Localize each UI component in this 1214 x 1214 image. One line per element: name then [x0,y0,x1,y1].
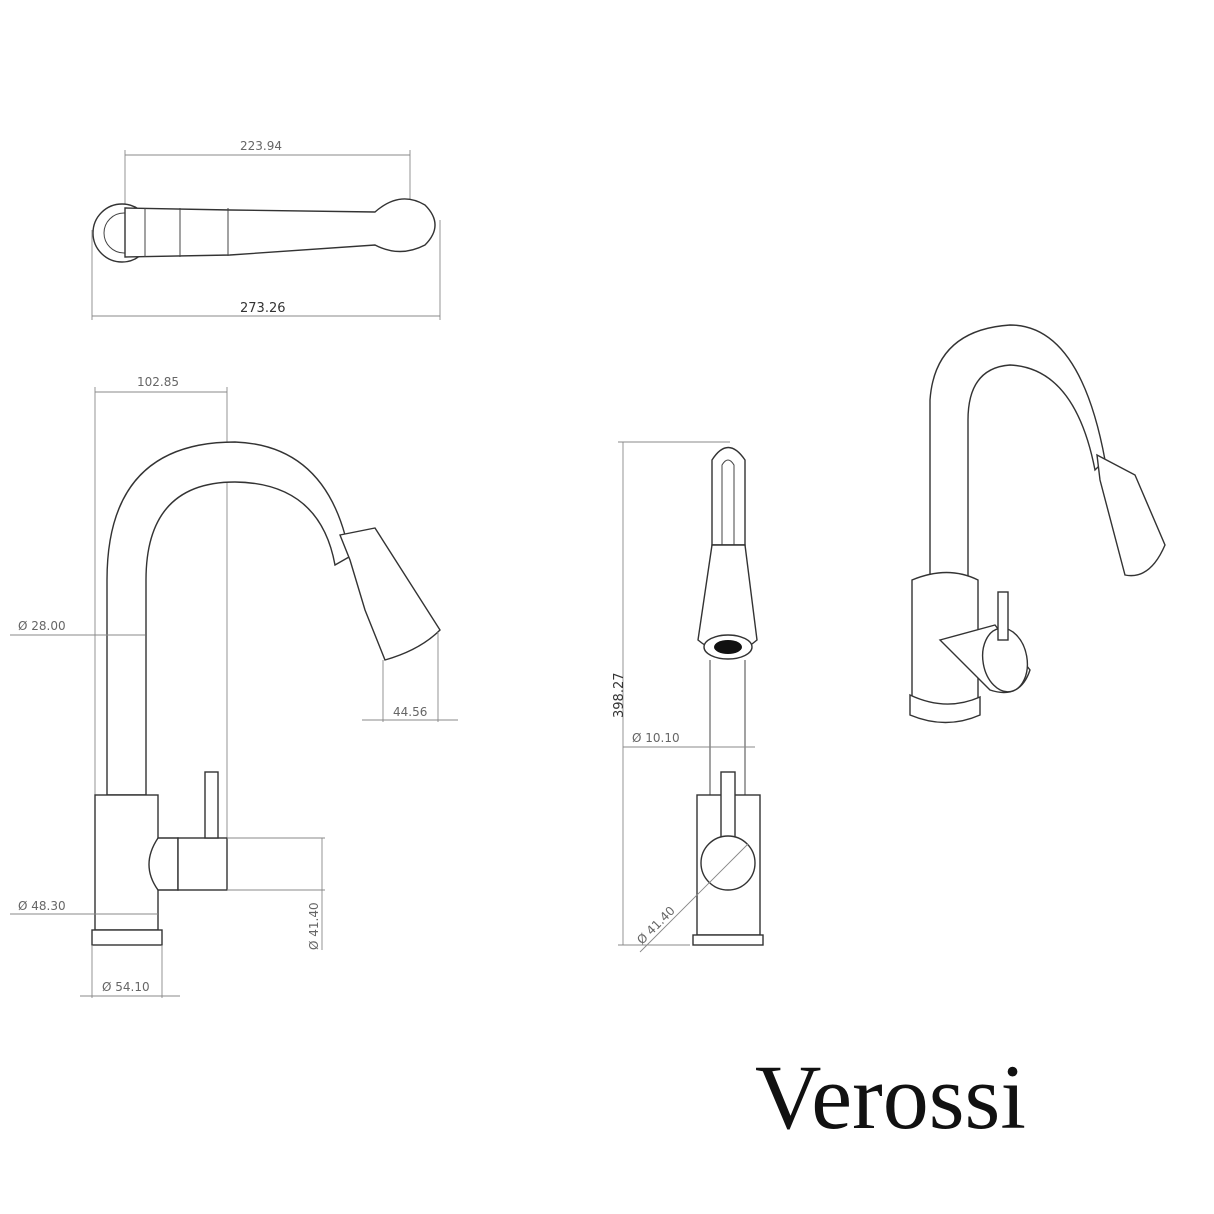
handle-side [177,837,228,891]
dim-reach: 102.85 [137,375,179,389]
spray-head-side [339,527,441,661]
base-side [91,929,163,946]
lever-iso [997,591,1009,641]
dim-height: 398.27 [612,673,627,719]
spout-front [711,446,746,546]
spout-iso [929,324,1106,591]
dim-handle-diameter-side: Ø 41.40 [307,902,321,950]
base-front [692,934,764,946]
spray-head-iso [1096,453,1166,577]
dim-base-diameter: Ø 54.10 [102,980,150,994]
brand-logo: Verossi [755,1046,1026,1148]
lever-front [720,771,736,839]
lever-side [204,771,219,839]
dim-handle-diameter-front: Ø 41.40 [634,904,678,948]
dim-head-width: 44.56 [393,705,427,719]
handle-front [700,835,756,891]
top-view: 223.94 273.26 [91,139,441,320]
front-view: 398.27 Ø 10.10 Ø 41.40 [612,441,764,953]
base-iso [909,693,981,724]
isometric-view [909,324,1166,724]
dim-body-diameter: Ø 48.30 [18,899,66,913]
dim-lever-diameter: Ø 10.10 [632,731,680,745]
dim-arm-length: 223.94 [240,139,282,153]
dim-spout-diameter: Ø 28.00 [18,619,66,633]
dim-overall-length: 273.26 [240,301,286,316]
spout-top [124,198,436,258]
spout-side [106,441,372,796]
body-side [94,794,159,931]
side-view: 102.85 Ø 28.00 Ø 48.30 Ø 54.10 Ø 41.40 4… [10,375,458,998]
